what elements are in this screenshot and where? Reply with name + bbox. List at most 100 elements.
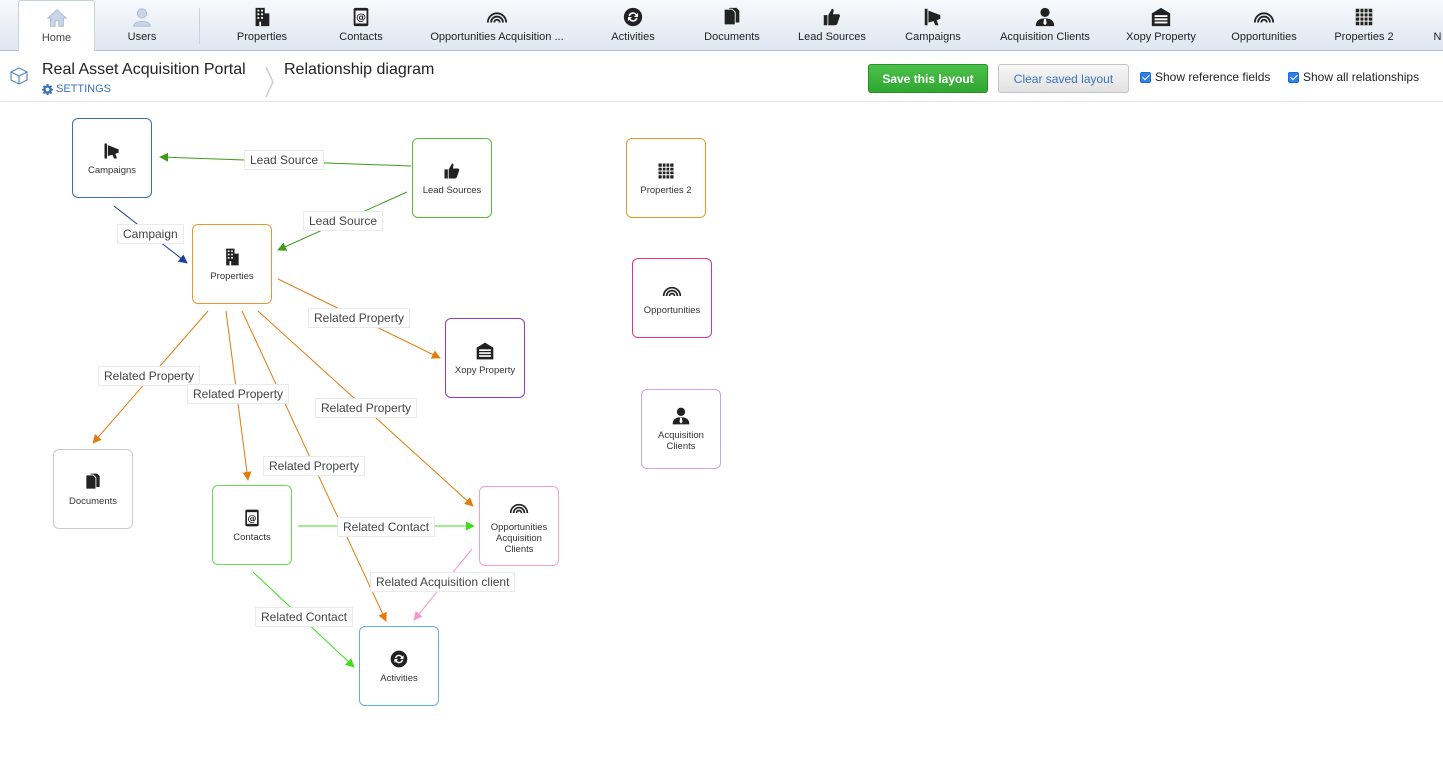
nav-label: Contacts [339,31,383,43]
home-icon [46,7,68,29]
nav-item-campaigns[interactable]: Campaigns [901,0,965,51]
settings-label: SETTINGS [56,83,112,95]
nav-label: Properties 2 [1334,31,1394,43]
clear-layout-button[interactable]: Clear saved layout [998,64,1129,93]
nav-item-xopy-property[interactable]: Xopy Property [1122,0,1200,51]
nav-item-users[interactable]: Users [112,0,172,51]
building-icon [251,6,273,28]
nav-item-opportunities[interactable]: Opportunities [1226,0,1302,51]
contact-book-icon: @ [242,508,262,528]
user-icon [131,6,153,28]
node-label: Lead Sources [422,184,482,196]
grid-icon [1353,6,1375,28]
nav-label: Campaigns [905,31,961,43]
nav-item-contacts[interactable]: @ Contacts [331,0,391,51]
megaphone-icon [922,6,944,28]
rainbow-icon [1253,6,1275,28]
nav-label: Home [41,32,72,44]
edge-label: Related Contact [337,517,436,537]
top-navigation: Home Users Properties @ Contacts Opportu… [0,0,1443,58]
node-label: Acquisition Clients [658,430,704,452]
edge-label: Related Property [187,384,290,404]
nav-item-lead-sources[interactable]: Lead Sources [795,0,869,51]
settings-link[interactable]: SETTINGS [42,83,111,95]
nav-item-home[interactable]: Home [18,0,95,51]
nav-item-properties[interactable]: Properties [228,0,296,51]
nav-label: Activities [611,31,655,43]
nav-item-opportunities-acquisition[interactable]: Opportunities Acquisition ... [424,0,570,51]
edge-label: Related Property [98,366,201,386]
edge-label: Lead Source [303,211,384,231]
edge-label: Lead Source [244,150,325,170]
documents-icon [721,6,743,28]
person-tie-icon [671,406,691,426]
edge-label: Related Property [308,308,411,328]
nav-item-activities[interactable]: Activities [603,0,663,51]
node-documents[interactable]: Documents [53,449,133,529]
thumbs-up-icon [821,6,843,28]
node-label: Properties 2 [640,184,692,196]
edge-label: Related Property [315,398,418,418]
relationship-diagram: Lead Source Lead Source Campaign Related… [0,102,1443,757]
checkbox-checked[interactable] [1140,71,1151,83]
node-acquisition-clients[interactable]: Acquisition Clients [641,389,721,469]
edge-label: Related Property [263,456,366,476]
node-activities[interactable]: Activities [359,626,439,706]
overflow-icon [1432,6,1443,28]
contact-book-icon: @ [350,6,372,28]
nav-divider [199,8,200,44]
nav-label: Acquisition Clients [1000,31,1090,43]
node-label: Properties [210,270,254,282]
checkbox-checked[interactable] [1288,71,1299,83]
page-title: Relationship diagram [284,61,435,78]
edge-label: Related Contact [255,607,354,627]
node-label: Opportunities [643,304,701,316]
node-properties[interactable]: Properties [192,224,272,304]
thumbs-up-icon [442,161,462,181]
node-contacts[interactable]: @ Contacts [212,485,292,565]
nav-item-documents[interactable]: Documents [700,0,764,51]
rainbow-icon [486,6,508,28]
node-properties-2[interactable]: Properties 2 [626,138,706,218]
warehouse-icon [1150,6,1172,28]
nav-label: N [1433,31,1442,43]
nav-label: Users [127,31,157,43]
app-title: Real Asset Acquisition Portal [42,61,246,78]
edge-label: Campaign [117,224,184,244]
checkbox-label: Show reference fields [1155,70,1271,84]
refresh-icon [622,6,644,28]
node-label: Xopy Property [454,364,516,376]
show-reference-fields-checkbox[interactable]: Show reference fields [1140,70,1270,84]
nav-item-acquisition-clients[interactable]: Acquisition Clients [997,0,1093,51]
nav-label: Opportunities [1231,31,1297,43]
save-layout-button[interactable]: Save this layout [868,64,988,93]
nav-label: Documents [704,31,760,43]
nav-item-properties-2[interactable]: Properties 2 [1330,0,1398,51]
node-opportunities[interactable]: Opportunities [632,258,712,338]
grid-icon [656,161,676,181]
edge-label: Related Acquisition client [370,572,516,592]
node-label: Campaigns [87,164,137,176]
show-all-relationships-checkbox[interactable]: Show all relationships [1288,70,1419,84]
svg-text:@: @ [247,513,256,524]
node-xopy-property[interactable]: Xopy Property [445,318,525,398]
rainbow-icon [509,498,529,518]
node-lead-sources[interactable]: Lead Sources [412,138,492,218]
nav-label: Lead Sources [798,31,866,43]
megaphone-icon [102,141,122,161]
edges-layer [92,152,475,668]
nav-label: Properties [236,31,288,43]
node-campaigns[interactable]: Campaigns [72,118,152,198]
node-opportunities-acquisition-clients[interactable]: Opportunities Acquisition Clients [479,486,559,566]
refresh-icon [389,649,409,669]
node-label: Contacts [233,531,271,543]
documents-icon [83,472,103,492]
node-label: Activities [380,672,418,684]
page-header: Real Asset Acquisition Portal SETTINGS R… [0,51,1443,102]
breadcrumb-separator [265,66,275,98]
building-icon [222,247,242,267]
rainbow-icon [662,281,682,301]
nav-item-overflow[interactable]: N [1432,0,1443,51]
person-tie-icon [1034,6,1056,28]
checkbox-label: Show all relationships [1303,70,1420,84]
